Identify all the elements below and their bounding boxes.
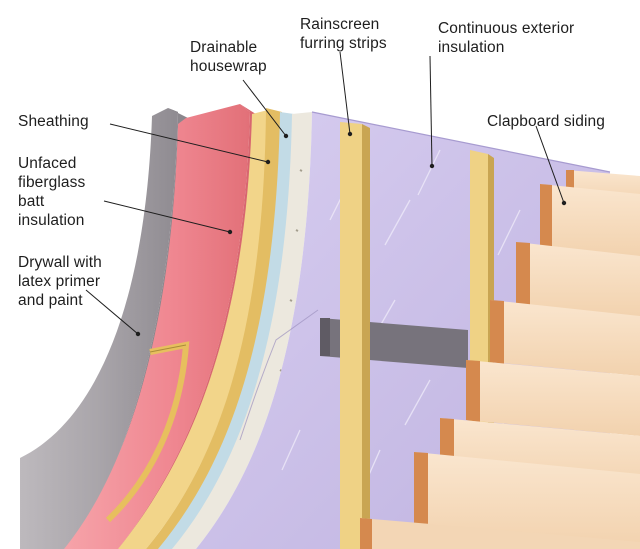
label-line: insulation [18,212,85,229]
foam-edge-layer [172,112,312,549]
label-clapboard-siding: Clapboard siding [487,112,605,131]
label-line: Unfaced [18,155,77,172]
label-rainscreen-furring: Rainscreen furring strips [300,15,387,53]
label-line: latex primer [18,273,101,290]
leader-dots [135,131,567,337]
label-fiberglass-batt: Unfaced fiberglass batt insulation [18,154,85,230]
label-line: Clapboard siding [487,113,605,130]
label-continuous-insulation: Continuous exterior insulation [438,19,574,57]
label-line: Continuous exterior [438,20,575,37]
label-line: Sheathing [18,113,89,130]
label-line: Rainscreen [300,16,380,33]
housewrap-layer [158,112,294,549]
label-line: Drywall with [18,254,102,271]
label-sheathing: Sheathing [18,112,89,131]
label-line: batt [18,193,45,210]
label-drainable-housewrap: Drainable housewrap [190,38,267,76]
label-line: Drainable [190,39,258,56]
label-line: and paint [18,292,83,309]
leader-lines [85,51,565,335]
label-line: housewrap [190,58,267,75]
label-line: fiberglass [18,174,86,191]
label-drywall: Drywall with latex primer and paint [18,253,102,310]
clapboard-siding [360,170,640,549]
label-line: insulation [438,39,505,56]
label-line: furring strips [300,35,387,52]
sheathing-layer [118,108,282,549]
furring-strip-1 [340,122,370,549]
